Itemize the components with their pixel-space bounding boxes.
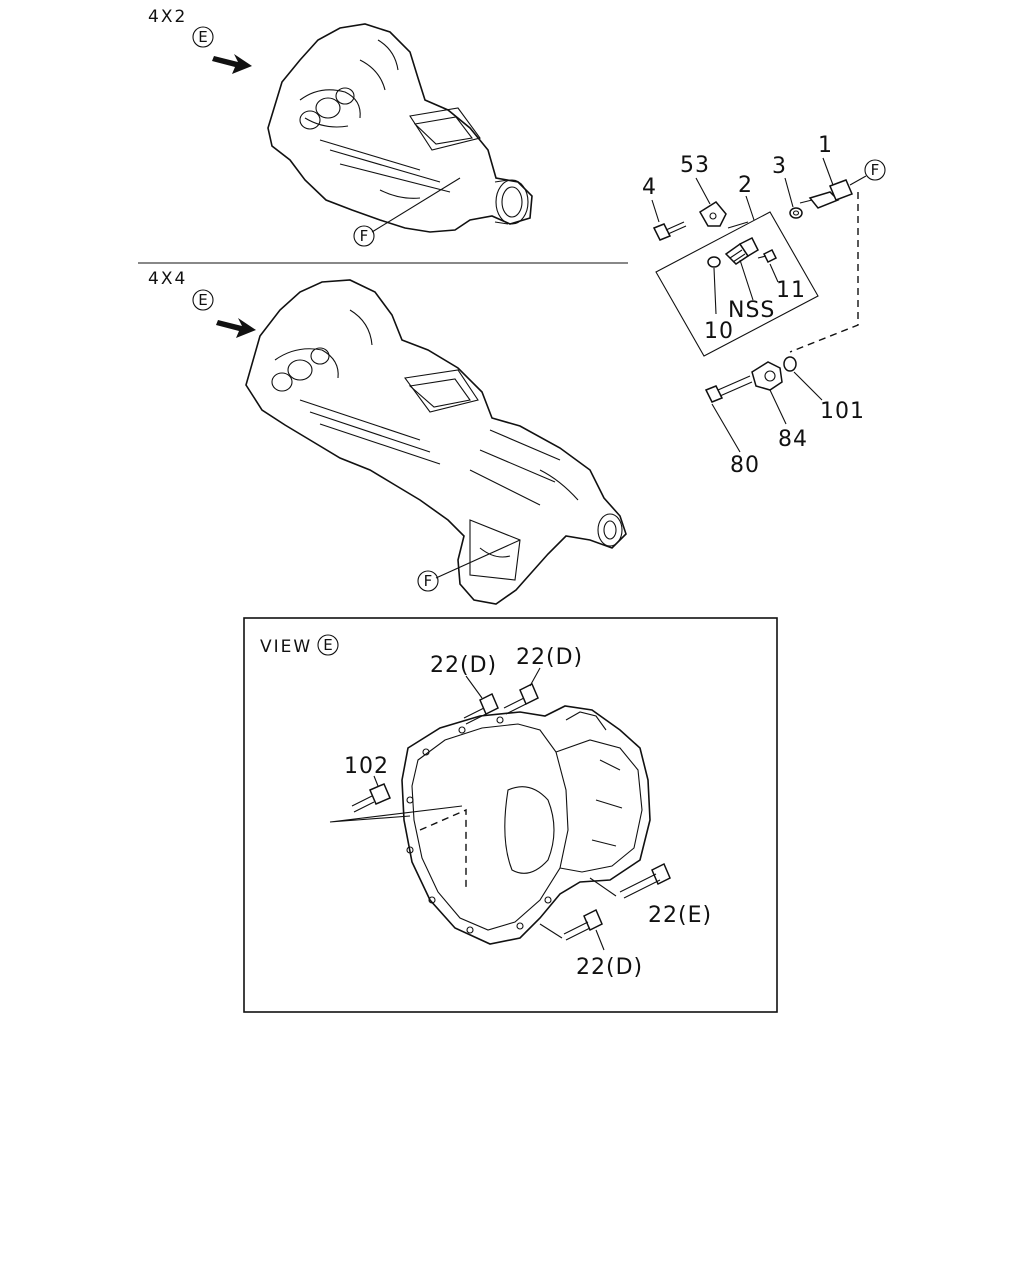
part-10-plug	[707, 256, 721, 268]
arrow-icon	[216, 318, 256, 338]
callout-22e: 22(E)	[648, 903, 712, 928]
view-e-letter: E	[323, 636, 332, 654]
dashed-leader	[789, 192, 859, 353]
leader-line	[769, 389, 787, 425]
leader-line-f-4x2	[371, 177, 461, 233]
view-f-marker-4x4: F	[417, 570, 439, 592]
bolt-22d-bottom	[563, 908, 603, 941]
callout-84: 84	[778, 427, 808, 452]
leader-line	[727, 221, 749, 229]
leader-line	[651, 199, 660, 223]
callout-22d-b: 22(D)	[516, 645, 583, 670]
bolt-22d-top-left	[463, 692, 499, 725]
variant-label-4x4: 4X4	[148, 269, 187, 289]
part-80-bolt	[704, 375, 753, 403]
view-e-marker-4x4: E	[192, 289, 214, 311]
part-1-sensor	[799, 179, 853, 209]
leader-line	[595, 929, 605, 951]
view-f-letter: F	[424, 572, 433, 590]
view-label: VIEW	[260, 637, 312, 657]
view-f-marker-parts: F	[864, 159, 886, 181]
view-e-marker-box: E	[317, 634, 339, 656]
callout-2: 2	[738, 173, 753, 198]
callout-11: 11	[776, 278, 806, 303]
bell-housing-illustration	[401, 705, 651, 945]
leader-line	[769, 263, 779, 283]
view-e-marker-4x2: E	[192, 26, 214, 48]
callout-53: 53	[680, 153, 710, 178]
view-f-letter: F	[871, 161, 880, 179]
leader-line	[849, 175, 867, 186]
leader-line	[784, 177, 794, 208]
leader-line	[539, 923, 563, 939]
leader-line	[465, 675, 483, 699]
view-e-frame	[243, 617, 778, 1013]
callout-3: 3	[772, 154, 787, 179]
view-f-marker-4x2: F	[353, 225, 375, 247]
callout-22d-c: 22(D)	[576, 955, 643, 980]
transmission-4x4-illustration	[245, 279, 627, 605]
transmission-4x2-illustration	[267, 23, 533, 233]
part-84-flange	[751, 361, 783, 391]
bolt-22e	[619, 862, 671, 899]
part-11-screw	[757, 248, 778, 264]
arrow-icon	[212, 54, 252, 74]
leader-line	[745, 195, 755, 221]
part-2-kit-box	[655, 211, 819, 357]
leader-line	[739, 259, 754, 301]
callout-22d-a: 22(D)	[430, 653, 497, 678]
leader-line	[822, 157, 834, 186]
view-e-letter: E	[198, 291, 207, 309]
leader-line	[529, 667, 541, 687]
leader-line	[589, 877, 617, 897]
view-e-letter: E	[198, 28, 207, 46]
view-f-letter: F	[360, 227, 369, 245]
leader-line	[711, 403, 741, 453]
part-nss-gear	[724, 236, 759, 265]
callout-nss: NSS	[728, 298, 775, 323]
part-3-washer	[789, 207, 803, 219]
leader-line-f-4x4	[435, 539, 521, 579]
callout-101: 101	[820, 399, 865, 424]
leader-line	[713, 267, 717, 315]
part-102-stud	[351, 783, 391, 813]
bolt-22d-top-right	[503, 682, 539, 715]
callout-1: 1	[818, 133, 833, 158]
part-4-bolt	[652, 221, 687, 241]
part-101-o-ring	[783, 356, 797, 372]
dashed-locator	[419, 808, 467, 888]
callout-80: 80	[730, 453, 760, 478]
variant-label-4x2: 4X2	[148, 7, 187, 27]
callout-102: 102	[344, 754, 389, 779]
part-53-bracket	[698, 201, 727, 227]
callout-10: 10	[704, 319, 734, 344]
leader-line	[793, 371, 823, 401]
callout-4: 4	[642, 175, 657, 200]
leader-line-102	[329, 805, 463, 823]
leader-line	[373, 775, 379, 787]
leader-line	[695, 177, 711, 205]
